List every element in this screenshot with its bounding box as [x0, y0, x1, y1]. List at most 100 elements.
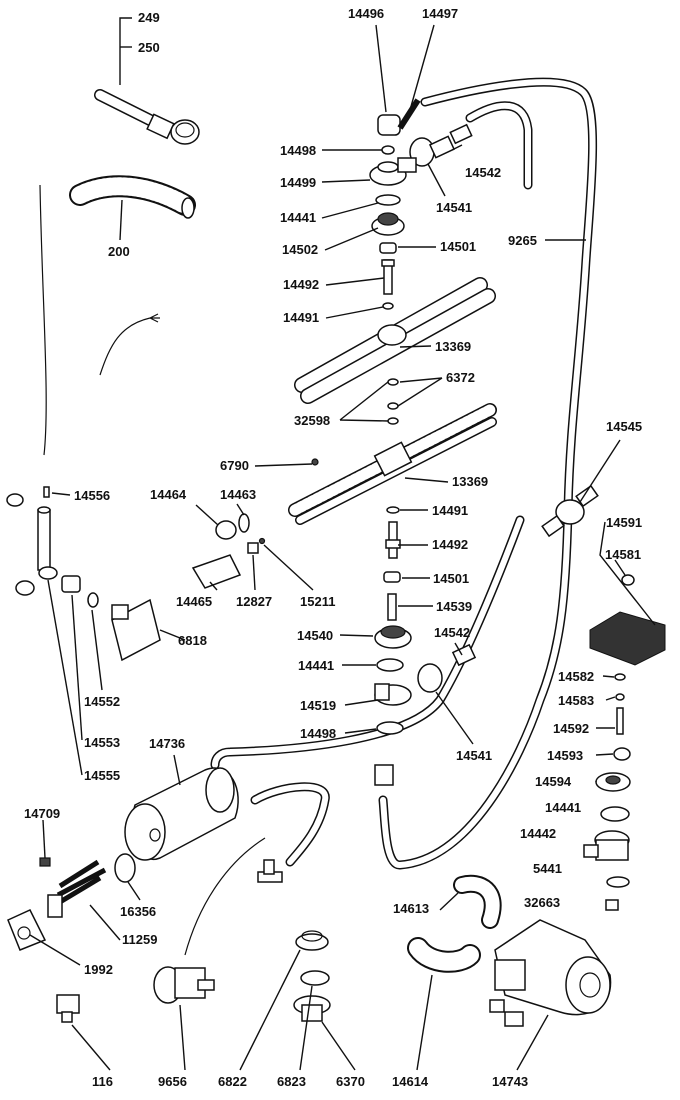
- label-14556: 14556: [74, 488, 110, 503]
- label-13369-upper: 13369: [435, 339, 471, 354]
- hub-14540: [374, 625, 412, 649]
- tee-14545: [541, 484, 599, 538]
- gasket-14465: [191, 554, 242, 589]
- leader-lines: [29, 17, 656, 1071]
- label-14743: 14743: [492, 1074, 528, 1089]
- fitting-14541-top: [409, 123, 473, 167]
- label-14583: 14583: [558, 693, 594, 708]
- label-14613: 14613: [393, 901, 429, 916]
- coupling-12827: [247, 542, 259, 554]
- label-14553: 14553: [84, 735, 120, 750]
- disc-14594: [595, 772, 631, 792]
- label-14441-right: 14441: [545, 800, 581, 815]
- label-14501-lower: 14501: [433, 571, 469, 586]
- label-14491-lower: 14491: [432, 503, 468, 518]
- label-14594: 14594: [535, 774, 572, 789]
- label-14552: 14552: [84, 694, 120, 709]
- label-14502: 14502: [282, 242, 318, 257]
- label-14519: 14519: [300, 698, 336, 713]
- pin-14556: [43, 486, 50, 498]
- washer-14501-lower: [383, 571, 401, 583]
- label-14497: 14497: [422, 6, 458, 21]
- label-14441-lower: 14441: [298, 658, 334, 673]
- label-14581: 14581: [605, 547, 641, 562]
- oring-5441: [606, 876, 630, 888]
- label-6790: 6790: [220, 458, 249, 473]
- pipe-left: [37, 506, 58, 580]
- label-6370: 6370: [336, 1074, 365, 1089]
- hose-upper-loop: [465, 101, 533, 190]
- label-14496: 14496: [348, 6, 384, 21]
- hose-9265: [378, 77, 598, 870]
- label-14492-lower: 14492: [432, 537, 468, 552]
- label-32663: 32663: [524, 895, 560, 910]
- oring-14441-right: [600, 806, 630, 822]
- label-14592: 14592: [553, 721, 589, 736]
- spray-arm-13369-upper: [294, 277, 496, 404]
- label-14442: 14442: [520, 826, 556, 841]
- gasket-16356: [114, 853, 136, 883]
- label-14614: 14614: [392, 1074, 429, 1089]
- tee-small: [257, 859, 283, 883]
- label-14539: 14539: [436, 599, 472, 614]
- connector-hex: [374, 764, 394, 786]
- cable-wire: [99, 313, 160, 376]
- label-1992: 1992: [84, 962, 113, 977]
- label-14441-top: 14441: [280, 210, 316, 225]
- clip-lower-left: [15, 580, 35, 596]
- hose-lower-center: [210, 515, 525, 770]
- shaft-14492-lower: [385, 521, 401, 559]
- oring-14441-lower: [376, 658, 404, 672]
- washer-14491-lower: [386, 506, 400, 514]
- clip-14582: [614, 673, 626, 681]
- label-6372: 6372: [446, 370, 475, 385]
- cap-14581: [621, 574, 635, 586]
- hose-elbow-14613: [453, 874, 502, 929]
- label-14709: 14709: [24, 806, 60, 821]
- part-labels: 249 250 200 14496 14497 14498 14499 1444…: [24, 6, 642, 1089]
- element-11259: [47, 859, 107, 918]
- label-14555: 14555: [84, 768, 120, 783]
- tee-14519: [374, 683, 412, 706]
- label-14545: 14545: [606, 419, 642, 434]
- tube-14539: [387, 593, 397, 621]
- label-14591: 14591: [606, 515, 642, 530]
- nozzle-14497: [397, 98, 421, 130]
- nut-6822: [295, 930, 329, 951]
- washer-14491-top: [382, 302, 394, 310]
- valve-116: [56, 994, 80, 1023]
- label-6823: 6823: [277, 1074, 306, 1089]
- plate-1992: [7, 909, 47, 951]
- clip-14709: [39, 857, 51, 867]
- hub-14502: [371, 212, 405, 236]
- hose-heater-outlet: [250, 782, 330, 867]
- shaft-14492-top: [381, 259, 395, 295]
- label-14465: 14465: [176, 594, 212, 609]
- label-14463: 14463: [220, 487, 256, 502]
- label-9656: 9656: [158, 1074, 187, 1089]
- label-32598: 32598: [294, 413, 330, 428]
- label-14582: 14582: [558, 669, 594, 684]
- tee-14499: [369, 157, 417, 186]
- label-14542-top: 14542: [465, 165, 501, 180]
- label-14464: 14464: [150, 487, 187, 502]
- hose-elbow-14614: [407, 937, 481, 973]
- label-14498-lower: 14498: [300, 726, 336, 741]
- pump-9656: [153, 966, 215, 1004]
- label-14541-top: 14541: [436, 200, 472, 215]
- label-14542-lower: 14542: [434, 625, 470, 640]
- label-14541-lower: 14541: [456, 748, 492, 763]
- clip-top-left: [6, 493, 24, 507]
- label-200: 200: [108, 244, 130, 259]
- label-16356: 16356: [120, 904, 156, 919]
- label-250: 250: [138, 40, 160, 55]
- ring-14463: [238, 513, 250, 533]
- label-249: 249: [138, 10, 160, 25]
- nut-6790: [311, 458, 319, 466]
- washer-14501-top: [379, 242, 397, 254]
- label-14498-top: 14498: [280, 143, 316, 158]
- dot-15211: [258, 537, 266, 545]
- label-9265: 9265: [508, 233, 537, 248]
- ring-14498-top: [381, 145, 395, 155]
